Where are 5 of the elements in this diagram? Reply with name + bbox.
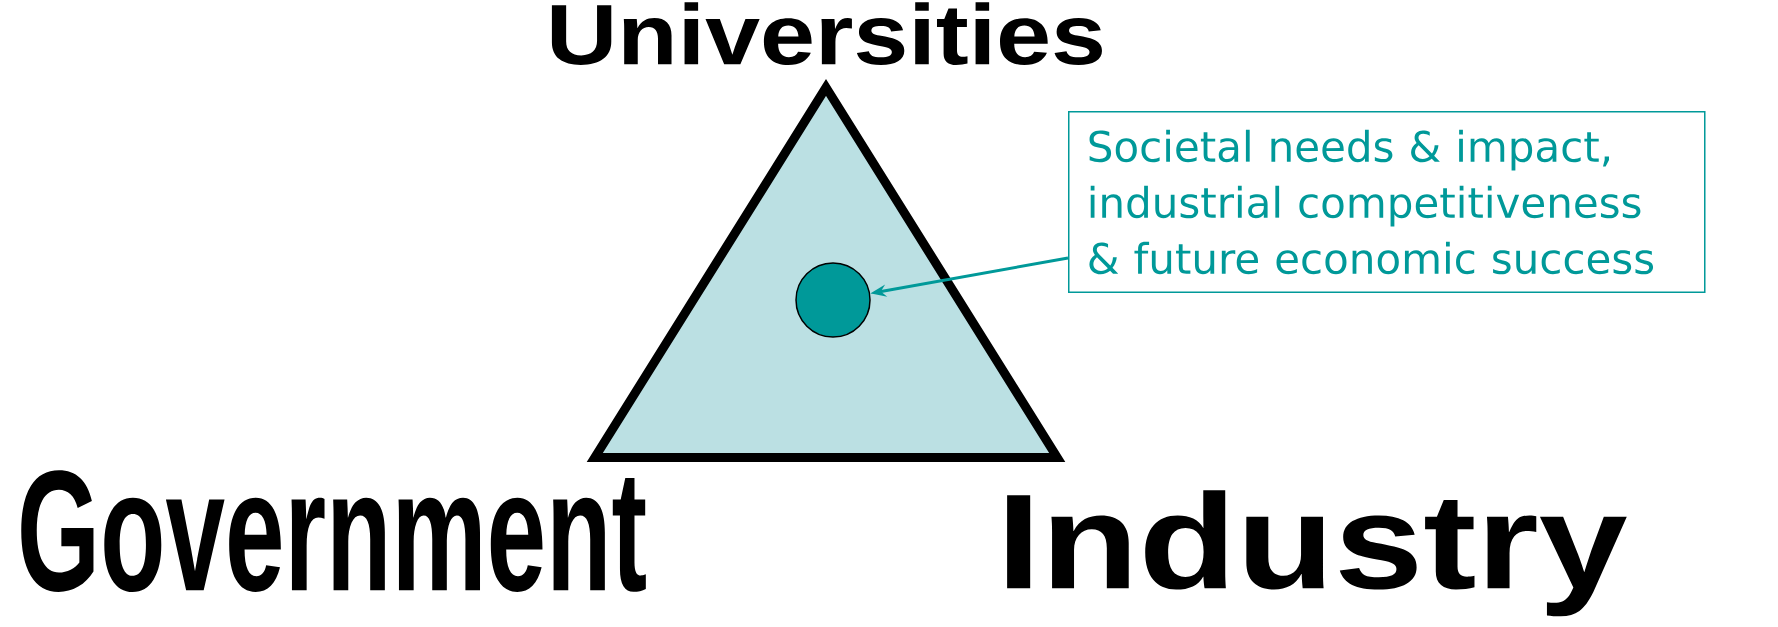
corner-label: Industry — [1007, 490, 1627, 617]
dot — [795, 262, 871, 338]
corner-label: Government — [21, 470, 646, 592]
corner-label: Universities — [551, 2, 1102, 66]
callout-box: Societal needs & impact, industrial competitiveness & future economic success — [1068, 111, 1706, 293]
